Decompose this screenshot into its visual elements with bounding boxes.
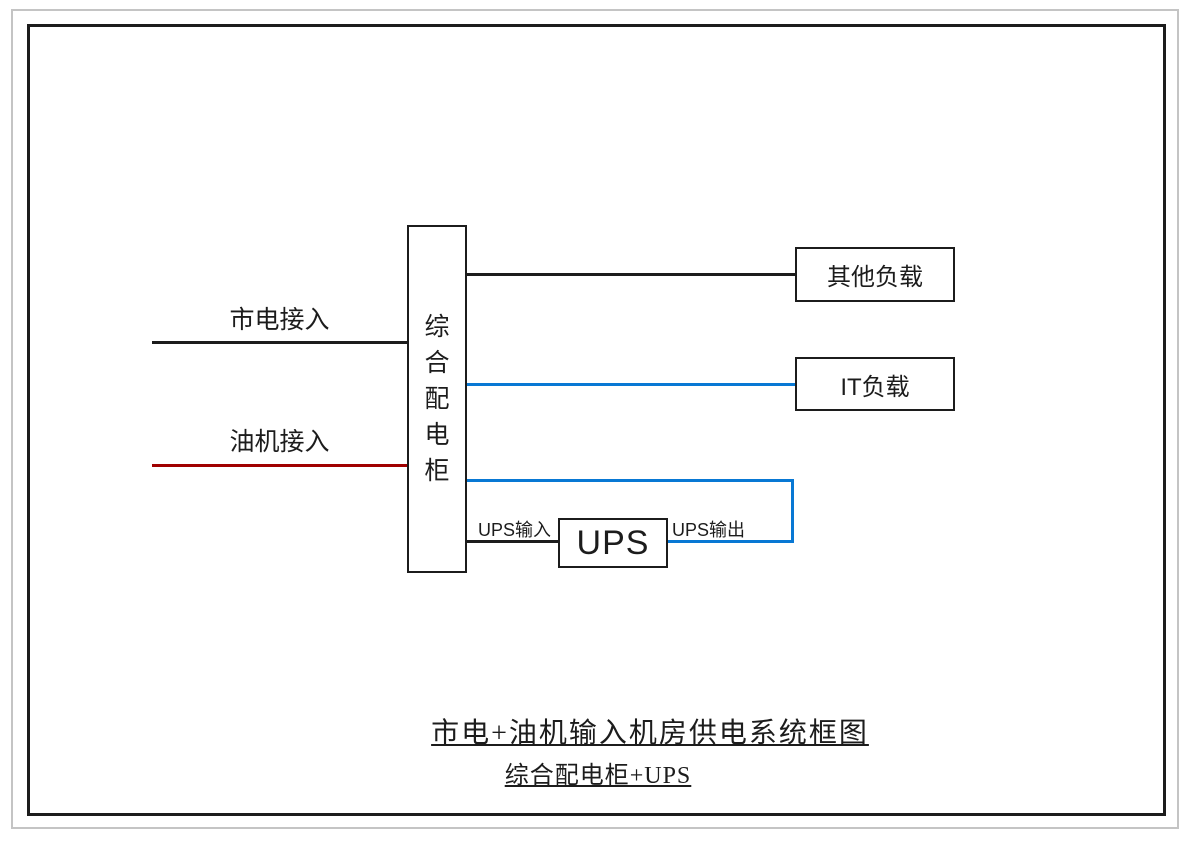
- it-load-label: IT负载: [840, 373, 910, 401]
- diagram-subtitle: 综合配电柜+UPS: [504, 763, 692, 789]
- it-load-line: [466, 383, 795, 386]
- other-load-label: 其他负载: [827, 264, 923, 291]
- ups-output-return-vertical-line: [791, 479, 794, 543]
- ups-output-return-top-line: [466, 479, 794, 482]
- mains-input-label: 市电接入: [229, 306, 330, 334]
- ups-input-line: [466, 540, 558, 543]
- distribution-cabinet-label: 综合配电柜: [424, 313, 450, 485]
- mains-input-line: [152, 341, 407, 344]
- generator-input-label: 油机接入: [229, 428, 330, 456]
- ups-output-line: [668, 540, 794, 543]
- ups-label: UPS: [576, 523, 650, 562]
- ups-input-label: UPS输入: [478, 520, 552, 540]
- diagram-title: 市电+油机输入机房供电系统框图: [431, 718, 869, 749]
- other-load-line: [466, 273, 795, 276]
- outer-border-frame: [11, 9, 1179, 829]
- ups-output-label: UPS输出: [672, 520, 746, 540]
- inner-border-frame: [27, 24, 1166, 816]
- it-load-box: IT负载: [795, 357, 955, 411]
- distribution-cabinet-box: 综合配电柜: [407, 225, 467, 573]
- other-load-box: 其他负载: [795, 247, 955, 302]
- ups-box: UPS: [558, 518, 668, 568]
- generator-input-line: [152, 464, 407, 467]
